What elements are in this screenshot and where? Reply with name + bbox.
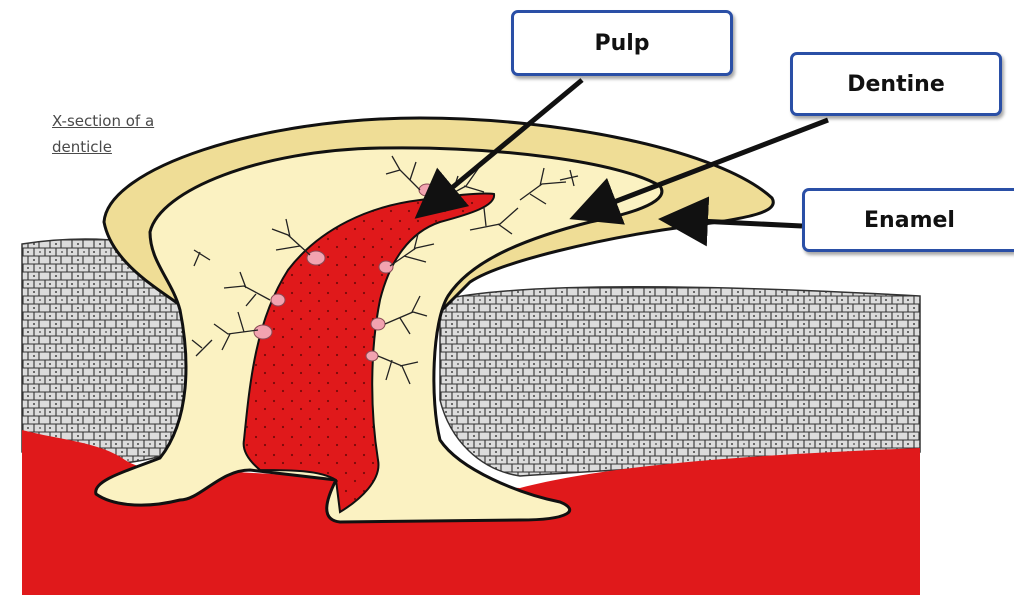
enamel-label: Enamel: [802, 188, 1014, 252]
dentine-label: Dentine: [790, 52, 1002, 116]
pulp-label: Pulp: [511, 10, 733, 76]
diagram-caption: X-section of a denticle: [52, 108, 222, 160]
caption-line-1: X-section of a: [52, 108, 222, 134]
right-epidermis: [440, 287, 920, 476]
caption-line-2: denticle: [52, 134, 222, 160]
